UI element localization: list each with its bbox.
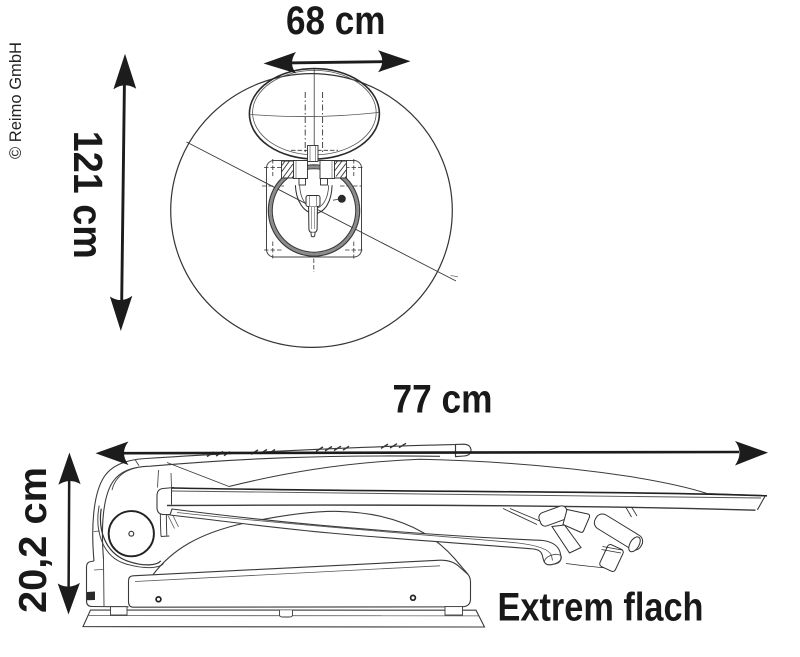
svg-text:68 cm: 68 cm <box>286 0 386 43</box>
svg-text:Extrem flach: Extrem flach <box>498 586 704 630</box>
svg-text:© Reimo GmbH: © Reimo GmbH <box>7 42 25 159</box>
svg-text:77 cm: 77 cm <box>393 378 493 422</box>
svg-text:121 cm: 121 cm <box>65 131 111 259</box>
svg-text:20,2 cm: 20,2 cm <box>12 467 55 613</box>
